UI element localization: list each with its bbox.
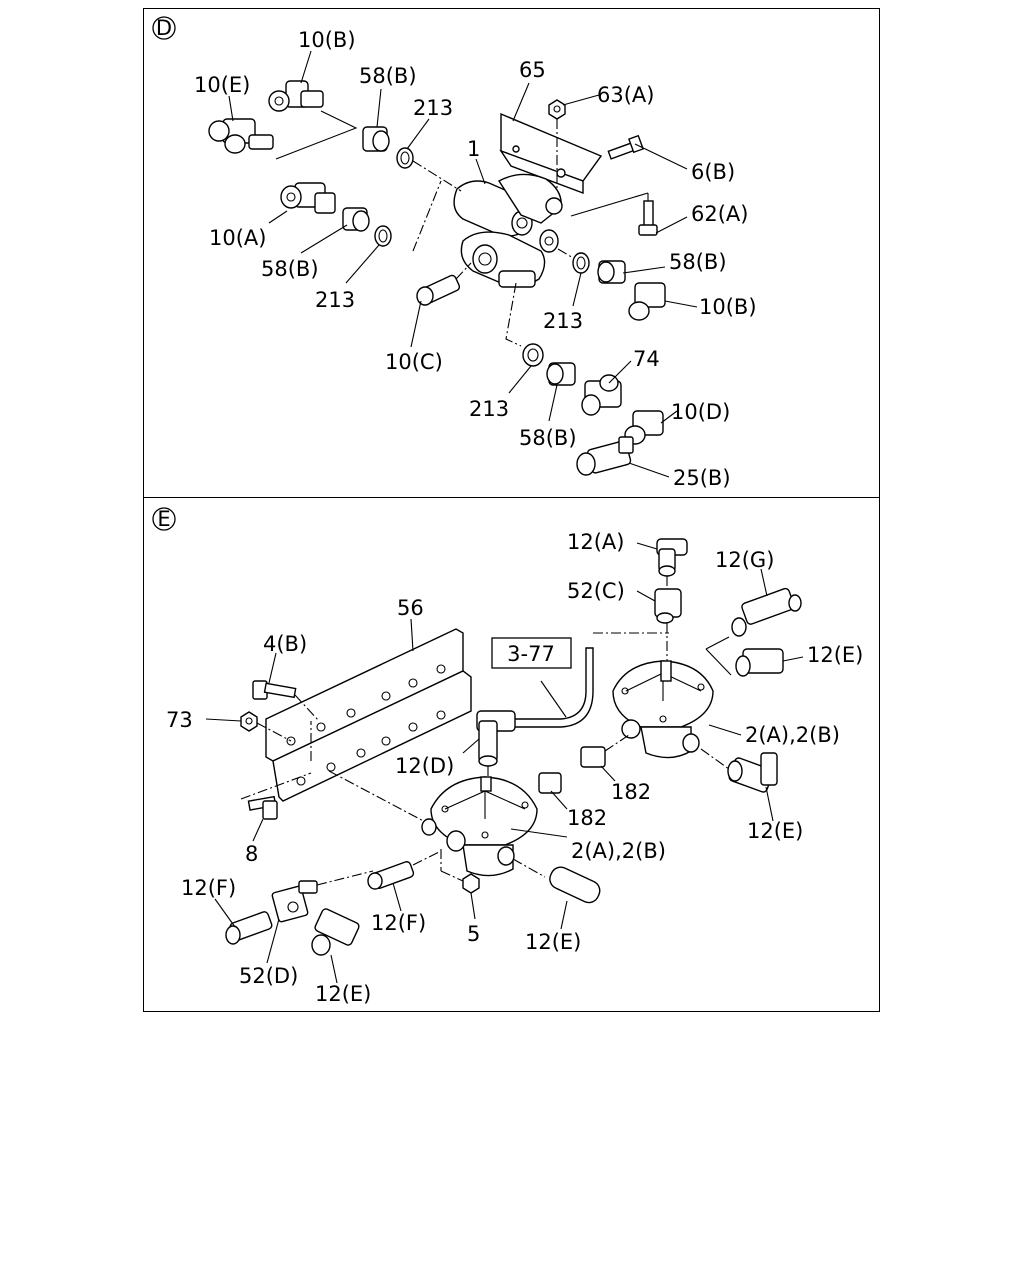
label-213-right: 213 — [543, 309, 583, 333]
label-12f-mid: 12(F) — [371, 911, 426, 935]
elbow-fitting-part — [268, 80, 324, 112]
label-12e-top: 12(E) — [807, 643, 863, 667]
label-58b-top: 58(B) — [359, 64, 417, 88]
elbow-12d-part — [476, 710, 516, 767]
valve-body-part — [453, 173, 563, 288]
label-52d: 52(D) — [239, 964, 298, 988]
elbow-12e-mid-part — [549, 866, 601, 904]
label-213-bottom: 213 — [469, 397, 509, 421]
label-4b: 4(B) — [263, 632, 307, 656]
label-52c: 52(C) — [567, 579, 625, 603]
label-12f-left: 12(F) — [181, 876, 236, 900]
plug-part — [362, 126, 390, 152]
panel-e: E 3-77 — [143, 497, 880, 1012]
label-213-left: 213 — [315, 288, 355, 312]
label-25b: 25(B) — [673, 466, 731, 490]
label-213-top: 213 — [413, 96, 453, 120]
label-62a: 62(A) — [691, 202, 748, 226]
label-56: 56 — [397, 596, 424, 620]
tee-12g-part — [731, 587, 802, 637]
label-12d: 12(D) — [395, 754, 454, 778]
label-1: 1 — [467, 137, 480, 161]
label-10c: 10(C) — [385, 350, 443, 374]
straight-fitting-part — [416, 274, 461, 306]
coupler-52c-part — [654, 588, 682, 624]
elbow-fitting-10a-part — [280, 182, 336, 214]
label-10b-right: 10(B) — [699, 295, 757, 319]
label-5: 5 — [467, 922, 480, 946]
elbow-12e-bottom-part — [311, 908, 360, 956]
nut-part — [548, 99, 566, 120]
coupler-52d-part — [271, 880, 318, 923]
relay-valve-left-part — [421, 776, 538, 877]
panel-e-drawing: E 3-77 — [152, 507, 863, 1006]
label-10b-top: 10(B) — [298, 28, 356, 52]
label-2a2b-left: 2(A),2(B) — [571, 839, 666, 863]
plug-182-left-part — [538, 772, 562, 794]
bolt-62-part — [638, 200, 658, 236]
bolt-part — [607, 134, 644, 160]
label-58b-bottom: 58(B) — [519, 426, 577, 450]
relay-valve-right-part — [612, 660, 714, 759]
label-58b-left: 58(B) — [261, 257, 319, 281]
label-6b: 6(B) — [691, 160, 735, 184]
plug-right-part — [597, 260, 626, 284]
label-12g: 12(G) — [715, 548, 774, 572]
fitting-25b-part — [576, 436, 634, 476]
washer-right-part — [572, 252, 590, 274]
label-65: 65 — [519, 58, 546, 82]
panel-d: D — [143, 8, 880, 498]
label-12e-bottom: 12(E) — [315, 982, 371, 1006]
label-12e-mid: 12(E) — [525, 930, 581, 954]
label-182-right: 182 — [611, 780, 651, 804]
elbow-12e-top-part — [735, 648, 784, 677]
label-10d: 10(D) — [671, 400, 730, 424]
elbow-12e-right-part — [727, 752, 778, 793]
reference-label-3-77: 3-77 — [507, 642, 555, 666]
tee-fitting-part — [208, 118, 274, 154]
fitting-12f-left-part — [225, 911, 273, 945]
bolt-4b-part — [252, 680, 297, 700]
nut-5-part — [462, 873, 480, 894]
panel-e-marker-text: E — [157, 507, 170, 531]
fitting-12f-mid-part — [367, 861, 415, 890]
plug-left-part — [342, 207, 370, 232]
panel-e-marker: E — [152, 507, 176, 531]
label-12e-right: 12(E) — [747, 819, 803, 843]
label-10e: 10(E) — [194, 73, 250, 97]
bolt-8-part — [247, 795, 278, 820]
label-10a: 10(A) — [209, 226, 266, 250]
plug-182-right-part — [580, 746, 606, 768]
label-12a: 12(A) — [567, 530, 624, 554]
bracket-part — [499, 112, 603, 195]
label-63a: 63(A) — [597, 83, 654, 107]
elbow-12a-part — [656, 538, 688, 577]
label-8: 8 — [245, 842, 258, 866]
label-73: 73 — [166, 708, 193, 732]
reference-box-3-77: 3-77 — [491, 637, 572, 669]
label-182-left: 182 — [567, 806, 607, 830]
washer-part — [396, 147, 414, 169]
elbow-right-part — [628, 282, 666, 321]
nut-73-part — [240, 711, 258, 732]
plug-bottom-part — [546, 362, 576, 386]
washer-bottom-part — [522, 343, 544, 367]
tee-74-part — [581, 374, 622, 416]
mounting-bracket-part — [265, 628, 472, 802]
label-74: 74 — [633, 347, 660, 371]
panel-d-marker: D — [152, 16, 176, 40]
panel-d-marker-text: D — [156, 16, 172, 40]
label-2a2b-right: 2(A),2(B) — [745, 723, 840, 747]
label-58b-right: 58(B) — [669, 250, 727, 274]
panel-d-drawing: D — [152, 16, 757, 490]
